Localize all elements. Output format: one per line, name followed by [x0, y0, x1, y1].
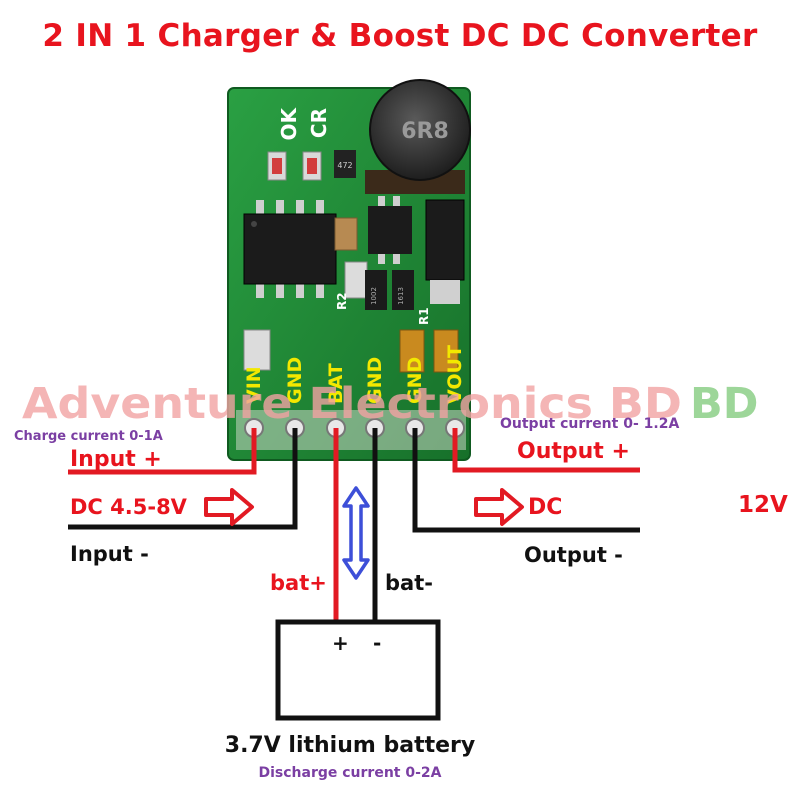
battery-plus-sign: + [332, 631, 349, 655]
battery-box [275, 619, 441, 721]
led-label-ok: OK [277, 106, 301, 140]
pin-label-vout: VOUT [444, 345, 466, 404]
led-label-cr: CR [307, 108, 331, 138]
pin-label-gnd-3: GND [404, 357, 426, 404]
smd-code-2: 1613 [397, 287, 405, 305]
output-minus-label: Output - [524, 543, 623, 567]
inductor: 6R8 [365, 79, 471, 194]
pin-label-gnd-2: GND [364, 357, 386, 404]
output-arrow-icon [474, 488, 524, 526]
output-capacitors [243, 329, 459, 373]
main-ic [243, 200, 337, 298]
wire-output-minus [412, 428, 640, 533]
watermark-bd: BD [690, 379, 758, 429]
input-minus-label: Input - [70, 542, 149, 566]
diagram-title: 2 IN 1 Charger & Boost DC DC Converter [42, 18, 758, 54]
header-pins [244, 418, 465, 438]
output-plus-label: Output + [517, 439, 630, 464]
resistor-label-r1: R1 [417, 307, 431, 325]
output-dc-label: DC [528, 495, 562, 520]
battery-minus-sign: - [373, 631, 381, 655]
pin-label-bat: BAT [325, 363, 347, 404]
dc-range-label: DC 4.5-8V [70, 495, 188, 519]
wire-input-minus [68, 428, 298, 530]
input-arrow-icon [204, 488, 254, 526]
leds: 472 [267, 150, 356, 181]
pin-label-vin: VIN [243, 366, 265, 404]
charge-current-label: Charge current 0-1A [14, 429, 163, 444]
wire-input-plus [68, 428, 257, 475]
output-voltage-label: 12V [738, 492, 788, 518]
battery-label: 3.7V lithium battery [225, 733, 475, 758]
pin-label-gnd-1: GND [284, 357, 306, 404]
output-current-label: Output current 0- 1.2A [500, 416, 679, 432]
discharge-current-label: Discharge current 0-2A [259, 765, 442, 781]
wire-output-plus [452, 428, 640, 473]
passives: R2 1002 1613 R1 [334, 217, 431, 325]
resistor-label-r2: R2 [335, 292, 349, 310]
watermark-text: Adventure Electronics BD [22, 379, 682, 429]
bat-minus-label: bat- [385, 571, 433, 595]
boost-ic [368, 196, 465, 304]
bat-plus-label: bat+ [270, 571, 327, 595]
chip-code: 472 [337, 161, 352, 170]
input-plus-label: Input + [70, 447, 162, 472]
smd-code-1: 1002 [370, 287, 378, 305]
pin-labels: VIN GND BAT GND GND VOUT [243, 345, 466, 404]
inductor-label: 6R8 [401, 119, 449, 144]
bidirectional-arrow-icon [342, 486, 370, 580]
